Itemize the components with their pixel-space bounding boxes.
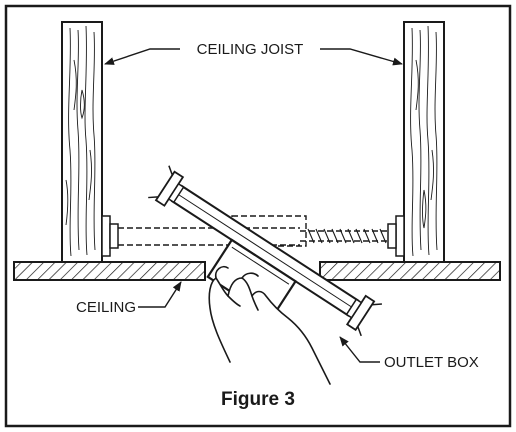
leader-lines (104, 48, 403, 363)
bracket-left-end (101, 215, 119, 257)
right-joist (403, 21, 445, 263)
outlet-box-label: OUTLET BOX (384, 354, 479, 371)
ceiling-joist-label: CEILING JOIST (197, 41, 304, 58)
left-joist (61, 21, 103, 263)
hand (208, 265, 331, 385)
threaded-rod (307, 228, 387, 244)
ceiling-label: CEILING (76, 299, 136, 316)
ceiling-right (319, 261, 501, 281)
bracket-right-end (387, 215, 405, 257)
figure-caption: Figure 3 (221, 389, 295, 410)
figure-frame (4, 4, 512, 428)
ceiling-left (13, 261, 206, 281)
